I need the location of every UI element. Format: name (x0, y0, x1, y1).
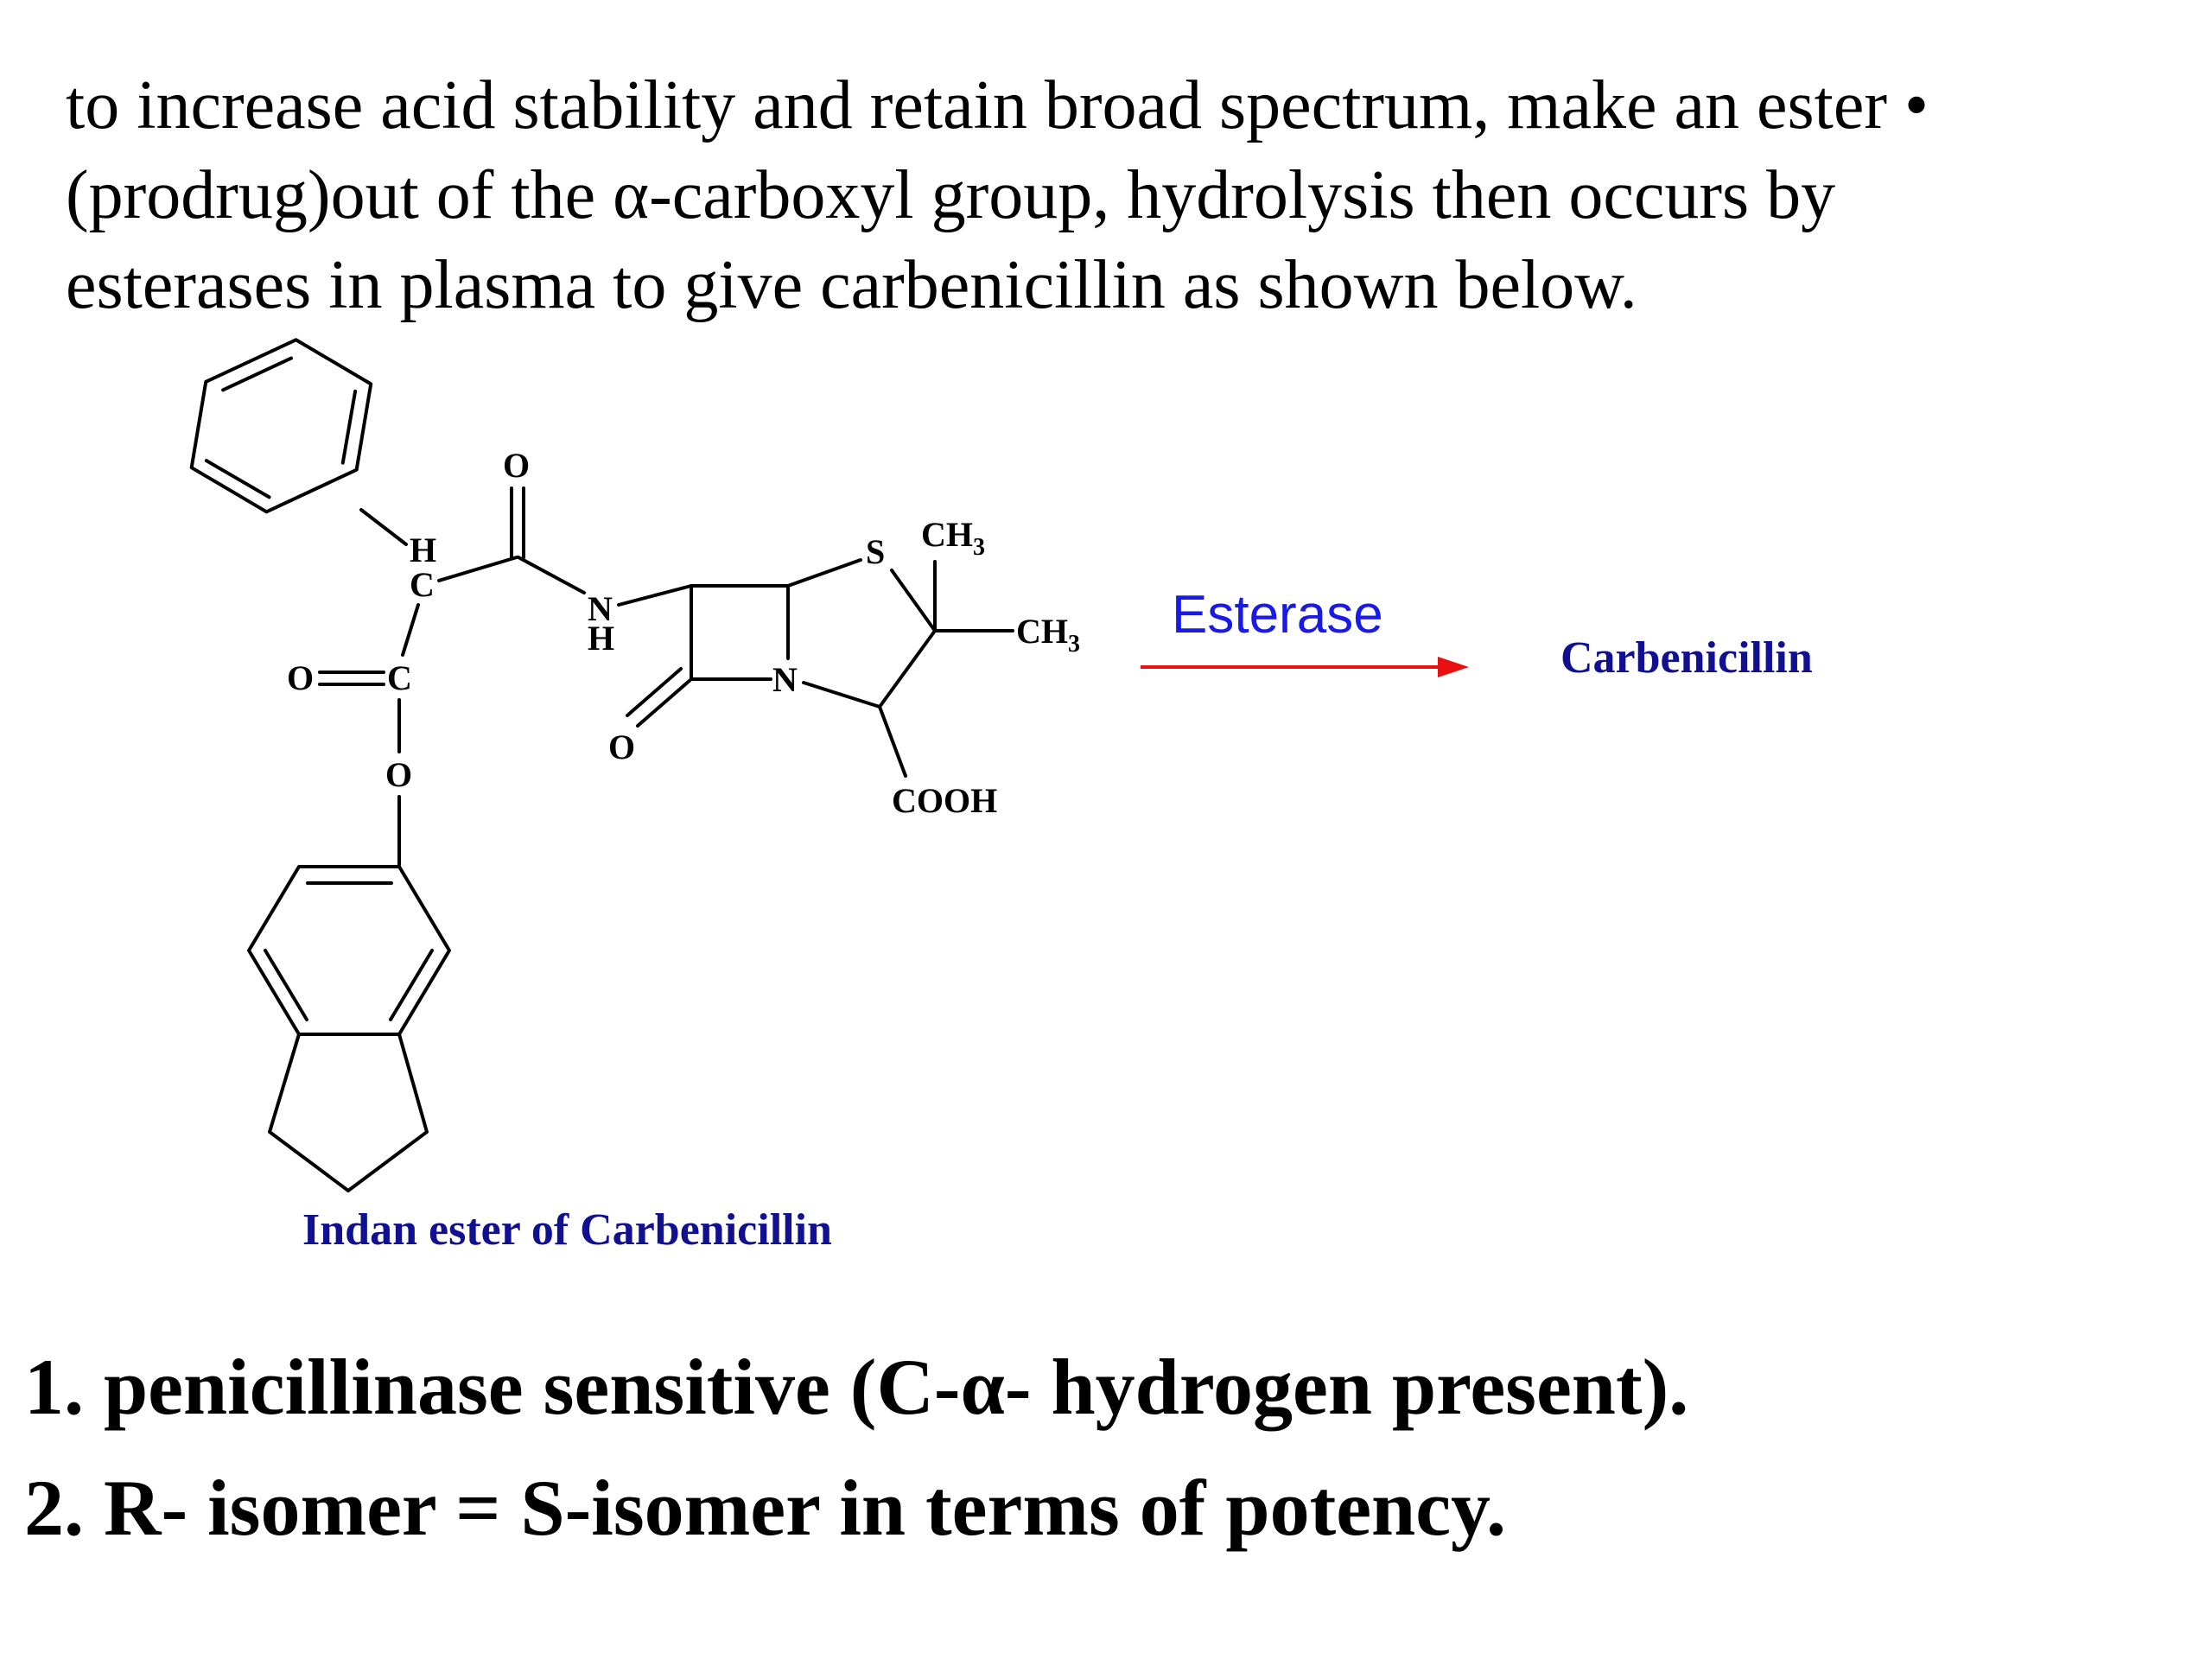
phenyl-double-bond-1 (221, 356, 293, 392)
atom-ch3-right: CH3 (1016, 612, 1080, 658)
bond-lactam-double-b (626, 667, 683, 717)
atom-cooh: COOH (892, 781, 997, 820)
intro-text: to increase acid stability and retain br… (66, 60, 2157, 330)
indan-double-bond-2 (389, 949, 434, 1021)
bond-c3-n (802, 681, 881, 709)
atom-s-ring: S (866, 532, 885, 571)
bond-c3-cooh (878, 705, 907, 778)
indan-ring (247, 865, 451, 1192)
bond-n-c6 (617, 584, 693, 607)
atom-n-amide: N (588, 589, 613, 628)
product-label: Carbenicillin (1560, 633, 1813, 683)
intro-line-2: (prodrug)out of the α-carboxyl group, hy… (66, 157, 1836, 233)
phenyl-double-bond-2 (340, 389, 358, 465)
atom-o-top: O (503, 446, 530, 485)
atom-ch3-top: CH3 (921, 515, 985, 561)
atom-o-lactam: O (608, 728, 635, 766)
atom-n-ring: N (772, 660, 798, 699)
reaction-arrow-head (1438, 657, 1469, 677)
bond-c5-s (786, 558, 862, 588)
beta-lactam-ring: O (608, 584, 790, 766)
atom-o-ester-double: O (287, 658, 314, 697)
phenyl-double-bond-3 (204, 459, 271, 499)
intro-line-1: to increase acid stability and retain br… (66, 67, 1929, 143)
phenyl-ring-outline (189, 338, 373, 514)
indan-double-bond-3 (264, 949, 308, 1021)
indan-benzene-outline (247, 865, 451, 1036)
atom-h-alpha: H (410, 531, 436, 569)
bond-c2-c3 (878, 629, 937, 709)
indan-cyclopentane (268, 1033, 429, 1192)
atom-h-amide: H (588, 619, 614, 658)
atom-c-alpha: C (410, 565, 435, 604)
bond-s-c2 (890, 569, 937, 632)
atom-o-ester: O (385, 755, 412, 794)
notes-list: 1. penicillinase sensitive (C-α- hydroge… (24, 1326, 2184, 1568)
bond-lactam-double-a (636, 677, 693, 728)
intro-line-3: esterases in plasma to give carbenicilli… (66, 247, 1637, 323)
atom-c-ester: C (387, 658, 412, 697)
note-item-1: 1. penicillinase sensitive (C-α- hydroge… (24, 1343, 1689, 1431)
phenyl-ring (189, 338, 373, 514)
bond-calpha-cester (401, 603, 420, 657)
reaction-arrow (1141, 657, 1469, 677)
reaction-label-esterase: Esterase (1172, 585, 1383, 645)
reactant-label: Indan ester of Carbenicillin (302, 1205, 832, 1255)
note-item-2: 2. R- isomer = S-isomer in terms of pote… (24, 1464, 1506, 1552)
bond-phenyl-calpha (359, 508, 408, 546)
bond-carbonyl-n (517, 556, 586, 594)
bond-calpha-carbonyl (437, 556, 518, 582)
thiazolidine-ring: S (786, 532, 937, 709)
